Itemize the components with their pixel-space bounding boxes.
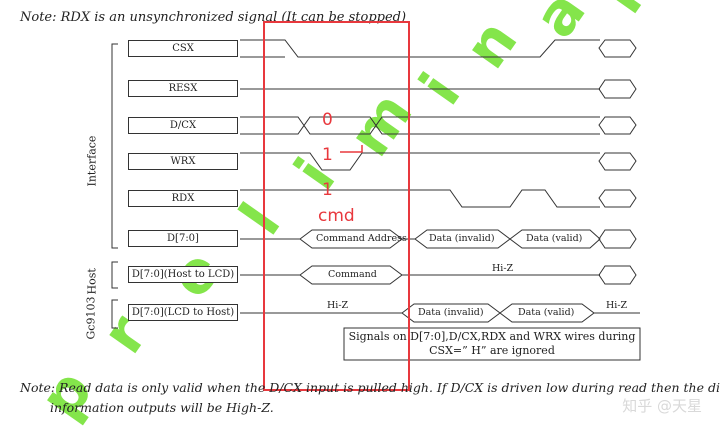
bottom-note-line1: Note: Read data is only valid when the D… — [20, 380, 720, 395]
d-bus-valid — [509, 229, 601, 249]
csx-wave — [240, 39, 600, 58]
interface-bracket — [111, 43, 118, 249]
label-data-valid-2: Data (valid) — [518, 307, 575, 318]
host-end — [598, 265, 637, 285]
annotation-wrx: 1 — [322, 145, 333, 165]
group-interface: Interface — [85, 135, 99, 187]
label-data-invalid-1: Data (invalid) — [429, 233, 495, 244]
signal-wrx: WRX — [128, 153, 238, 170]
label-hiz-lcd-right: Hi-Z — [606, 300, 628, 311]
group-host: Host — [85, 268, 99, 295]
group-device: Gc9103 — [84, 296, 98, 340]
label-data-valid-1: Data (valid) — [526, 233, 583, 244]
signal-csx: CSX — [128, 40, 238, 57]
signal-note-line1: Signals on D[7:0],D/CX,RDX and WRX wires… — [348, 330, 636, 343]
annotation-rdx: 1 — [322, 180, 333, 200]
dcx-end — [598, 116, 637, 135]
label-hiz-host: Hi-Z — [492, 263, 514, 274]
label-command: Command — [328, 269, 377, 280]
label-data-invalid-2: Data (invalid) — [418, 307, 484, 318]
signal-dcx: D/CX — [128, 117, 238, 134]
dcx-wave — [240, 116, 600, 135]
wrx-end — [598, 152, 637, 171]
annotation-frame — [263, 21, 410, 391]
rdx-end — [598, 189, 637, 208]
wrx-wave — [240, 152, 600, 171]
csx-end — [598, 39, 637, 58]
label-hiz-lcd-left: Hi-Z — [327, 300, 349, 311]
signal-resx: RESX — [128, 80, 238, 97]
signal-data-bus: D[7:0] — [128, 230, 238, 247]
signal-note: Signals on D[7:0],D/CX,RDX and WRX wires… — [344, 330, 640, 358]
credit: 知乎 @天星 — [622, 397, 702, 415]
signal-rdx: RDX — [128, 190, 238, 207]
signal-note-box — [343, 327, 641, 361]
resx-end — [598, 79, 637, 99]
dcx-wave-alt — [240, 116, 600, 135]
bottom-note-line2: information outputs will be High-Z. — [50, 400, 274, 415]
signal-host-to-lcd: D[7:0](Host to LCD) — [128, 266, 238, 283]
annotation-dcx: 0 — [322, 110, 333, 130]
d-bus-end — [598, 229, 637, 249]
signal-note-line2: CSX=” H” are ignored — [429, 344, 555, 357]
label-command-address: Command Address — [316, 233, 407, 244]
device-bracket — [111, 299, 118, 329]
annotation-cmd: cmd — [318, 206, 355, 226]
rdx-wave — [240, 189, 600, 208]
annotation-arrow — [340, 145, 363, 153]
host-bracket — [111, 261, 118, 289]
signal-lcd-to-host: D[7:0](LCD to Host) — [128, 304, 238, 321]
